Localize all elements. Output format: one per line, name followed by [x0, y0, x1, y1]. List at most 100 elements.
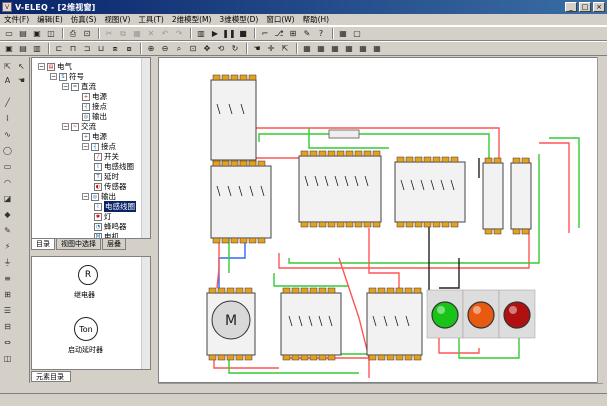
menu-item-6[interactable]: 3维模型(D)	[219, 15, 259, 24]
zoom-fit-icon[interactable]: ⌕	[176, 43, 182, 53]
ellipse-tool-icon[interactable]: ◯	[3, 146, 12, 155]
curve-tool-icon[interactable]: ∿	[4, 130, 11, 139]
collapse-toggle-icon[interactable]: −	[62, 123, 69, 130]
tree-item[interactable]: −◎输出	[82, 191, 116, 202]
node-tool-icon[interactable]: ◆	[4, 210, 11, 219]
tree-item[interactable]: −▤电气	[38, 61, 72, 72]
timer-symbol[interactable]: Ton	[74, 317, 98, 341]
tab-1[interactable]: 视图中选择	[56, 239, 101, 250]
tab-2[interactable]: 层叠	[102, 239, 126, 250]
fill-tool-icon[interactable]: ◪	[3, 194, 12, 203]
terminal-tool-icon[interactable]: ⊞	[4, 290, 11, 299]
zoom-out-icon[interactable]: ⊖	[161, 43, 169, 53]
grid-3-icon[interactable]: ▦	[331, 43, 339, 53]
redo-icon[interactable]: ↷	[175, 28, 183, 38]
tree-item[interactable]: −=直流	[62, 81, 96, 92]
vertical-scrollbar[interactable]	[597, 57, 606, 383]
route-icon[interactable]: ⎇	[274, 28, 284, 38]
maximize-button[interactable]: □	[579, 2, 591, 12]
cable-tool-icon[interactable]: ⚡	[4, 242, 11, 251]
minimize-button[interactable]: _	[565, 2, 577, 12]
undo-icon[interactable]: ↶	[161, 28, 169, 38]
schematic-canvas[interactable]: M	[158, 57, 603, 383]
line-tool-icon[interactable]: ╱	[5, 98, 10, 107]
save-as-icon[interactable]: ◫	[47, 28, 55, 38]
bus-tool-icon[interactable]: ☰	[3, 306, 12, 315]
tree-item[interactable]: −~交流	[62, 121, 96, 132]
copy-icon[interactable]: ⧉	[120, 28, 126, 38]
save-icon[interactable]: ▣	[33, 28, 41, 38]
component-scrollbar[interactable]	[141, 257, 150, 369]
dimension-tool-icon[interactable]: ⇔	[4, 338, 11, 347]
tree-item[interactable]: ∕开关	[94, 151, 119, 162]
close-button[interactable]: ×	[593, 2, 605, 12]
label-tool-icon[interactable]: ⊟	[4, 322, 11, 331]
preview-icon[interactable]: ⊡	[83, 28, 91, 38]
polyline-tool-icon[interactable]: ⌇	[5, 114, 10, 123]
grid-6-icon[interactable]: ▦	[373, 43, 381, 53]
wire-tool-icon[interactable]: ≡	[4, 274, 11, 283]
tree-item[interactable]: ⌇电感线圈	[94, 161, 134, 172]
grid-1-icon[interactable]: ▦	[303, 43, 311, 53]
pen-tool-icon[interactable]: ✎	[4, 226, 11, 235]
align-top-icon[interactable]: ⊓	[69, 43, 77, 53]
rect-tool-icon[interactable]: ▭	[3, 162, 12, 171]
simulate-icon[interactable]: ▥	[197, 28, 205, 38]
collapse-toggle-icon[interactable]: −	[38, 63, 45, 70]
menu-item-2[interactable]: 仿真(S)	[70, 15, 97, 24]
paste-icon[interactable]: ▦	[133, 28, 141, 38]
hand-icon[interactable]: ☚	[253, 43, 261, 53]
select-tool-icon[interactable]: ⇱	[4, 62, 11, 71]
menu-item-1[interactable]: 编辑(E)	[37, 15, 63, 24]
library-icon[interactable]: ▦	[339, 28, 347, 38]
delete-icon[interactable]: ✕	[147, 28, 155, 38]
collapse-toggle-icon[interactable]: −	[62, 83, 69, 90]
grid-2-icon[interactable]: ▦	[317, 43, 325, 53]
menu-item-4[interactable]: 工具(T)	[138, 15, 164, 24]
move-icon[interactable]: ✛	[267, 43, 275, 53]
group-icon[interactable]: ⧈	[112, 43, 118, 53]
grid-4-icon[interactable]: ▦	[345, 43, 353, 53]
tree-item[interactable]: −┤接点	[82, 141, 116, 152]
tree-scrollbar[interactable]	[141, 58, 150, 238]
new-icon[interactable]: ▭	[5, 28, 13, 38]
tree-item[interactable]: ◔蜂鸣器	[94, 221, 127, 232]
tree-item[interactable]: ✱灯	[94, 211, 112, 222]
align-bottom-icon[interactable]: ⊔	[97, 43, 105, 53]
measure-icon[interactable]: ⊞	[289, 28, 297, 38]
layer-tool-icon[interactable]: ◫	[3, 354, 12, 363]
wire-tool-icon[interactable]: ⌐	[261, 28, 269, 38]
component-list-tab[interactable]: 元素目录	[31, 371, 71, 382]
tree-item[interactable]: ◐传感器	[94, 181, 127, 192]
tree-item[interactable]: +电源	[82, 91, 107, 102]
view-2d-icon[interactable]: ▣	[5, 43, 13, 53]
menu-item-5[interactable]: 2维模型(M)	[171, 15, 212, 24]
tree-item[interactable]: +电源	[82, 131, 107, 142]
print-icon[interactable]: ⎙	[69, 28, 77, 38]
stop-icon[interactable]: ■	[239, 28, 247, 38]
hand-tool-icon[interactable]: ☚	[17, 76, 26, 85]
view-3d-icon[interactable]: ▤	[19, 43, 27, 53]
collapse-toggle-icon[interactable]: −	[50, 73, 57, 80]
grid-5-icon[interactable]: ▦	[359, 43, 367, 53]
align-right-icon[interactable]: ⊐	[83, 43, 91, 53]
info-icon[interactable]: ▢	[353, 28, 361, 38]
arc-tool-icon[interactable]: ◠	[4, 178, 11, 187]
tree-item[interactable]: ⌇电感线圈	[94, 201, 136, 212]
ungroup-icon[interactable]: ⧇	[126, 43, 132, 53]
play-icon[interactable]: ▶	[211, 28, 219, 38]
menu-item-3[interactable]: 视图(V)	[104, 15, 131, 24]
menu-item-8[interactable]: 帮助(H)	[302, 15, 330, 24]
rotate-icon[interactable]: ⟲	[217, 43, 225, 53]
pan-icon[interactable]: ✥	[203, 43, 211, 53]
tree-item[interactable]: ┤接点	[82, 101, 107, 112]
zoom-window-icon[interactable]: ⊡	[189, 43, 197, 53]
layout-icon[interactable]: ▥	[33, 43, 41, 53]
collapse-toggle-icon[interactable]: −	[82, 143, 89, 150]
collapse-toggle-icon[interactable]: −	[82, 193, 89, 200]
zoom-in-icon[interactable]: ⊕	[147, 43, 155, 53]
tree-item[interactable]: ◎输出	[82, 111, 107, 122]
open-icon[interactable]: ▤	[19, 28, 27, 38]
